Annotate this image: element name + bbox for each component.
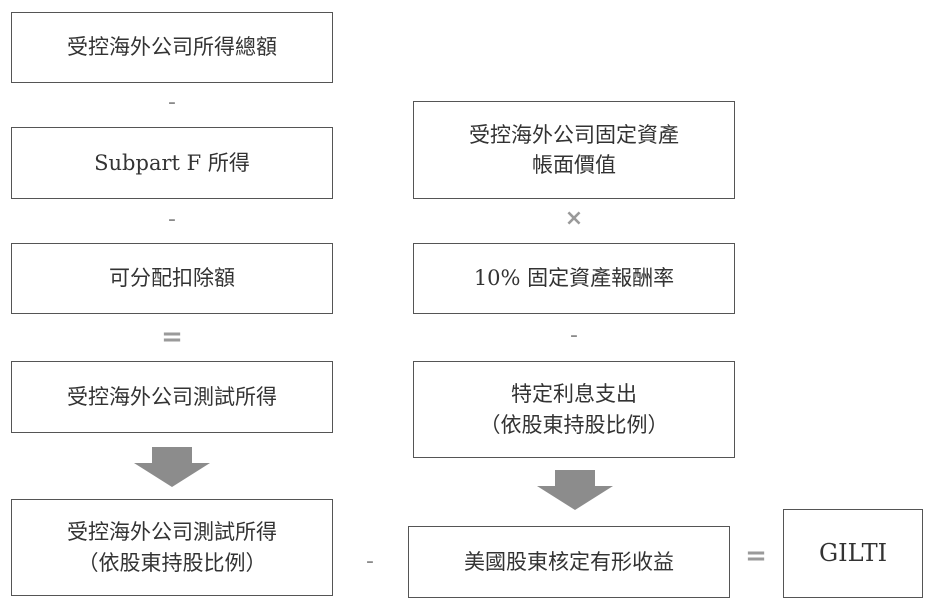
minus-operator: - (168, 207, 176, 232)
cfc-tested-income-label: 受控海外公司測試所得 (67, 384, 277, 409)
minus-operator: - (168, 90, 176, 115)
us-shareholder-tangible-return-box: 美國股東核定有形收益 (408, 526, 730, 598)
cfc-tested-income-pro-rata-box: 受控海外公司測試所得 （依股東持股比例） (11, 499, 333, 596)
fixed-assets-book-value-line1: 受控海外公司固定資產 (469, 122, 679, 147)
minus-operator: - (366, 549, 374, 574)
gilti-result-label: GILTI (818, 539, 888, 568)
cfc-tested-income-pro-rata-line2: （依股東持股比例） (77, 550, 267, 575)
equals-operator: = (161, 322, 183, 352)
down-arrow-icon (537, 470, 613, 510)
us-shareholder-tangible-return-label: 美國股東核定有形收益 (464, 549, 674, 574)
fixed-assets-book-value-line2: 帳面價值 (532, 153, 616, 177)
cfc-gross-income-label: 受控海外公司所得總額 (67, 35, 277, 60)
subpart-f-income-box: Subpart F 所得 (11, 127, 333, 199)
cfc-tested-income-box: 受控海外公司測試所得 (11, 361, 333, 433)
allocable-deductions-box: 可分配扣除額 (11, 243, 333, 314)
specified-interest-expense-box: 特定利息支出 （依股東持股比例） (413, 361, 735, 458)
down-arrow-icon (134, 447, 210, 487)
subpart-f-income-label: Subpart F 所得 (94, 150, 250, 175)
minus-operator: - (570, 323, 578, 348)
specified-interest-expense-line2: （依股東持股比例） (479, 412, 669, 437)
fixed-asset-return-rate-box: 10% 固定資產報酬率 (413, 243, 735, 314)
cfc-tested-income-pro-rata-line1: 受控海外公司測試所得 (67, 520, 277, 545)
fixed-assets-book-value-box: 受控海外公司固定資產 帳面價值 (413, 101, 735, 199)
gilti-result-box: GILTI (783, 509, 923, 598)
allocable-deductions-label: 可分配扣除額 (109, 266, 235, 291)
equals-operator: = (745, 541, 767, 571)
fixed-asset-return-rate-label: 10% 固定資產報酬率 (473, 266, 675, 291)
cfc-gross-income-box: 受控海外公司所得總額 (11, 12, 333, 83)
specified-interest-expense-line1: 特定利息支出 (511, 382, 637, 407)
multiply-operator: × (564, 206, 584, 231)
